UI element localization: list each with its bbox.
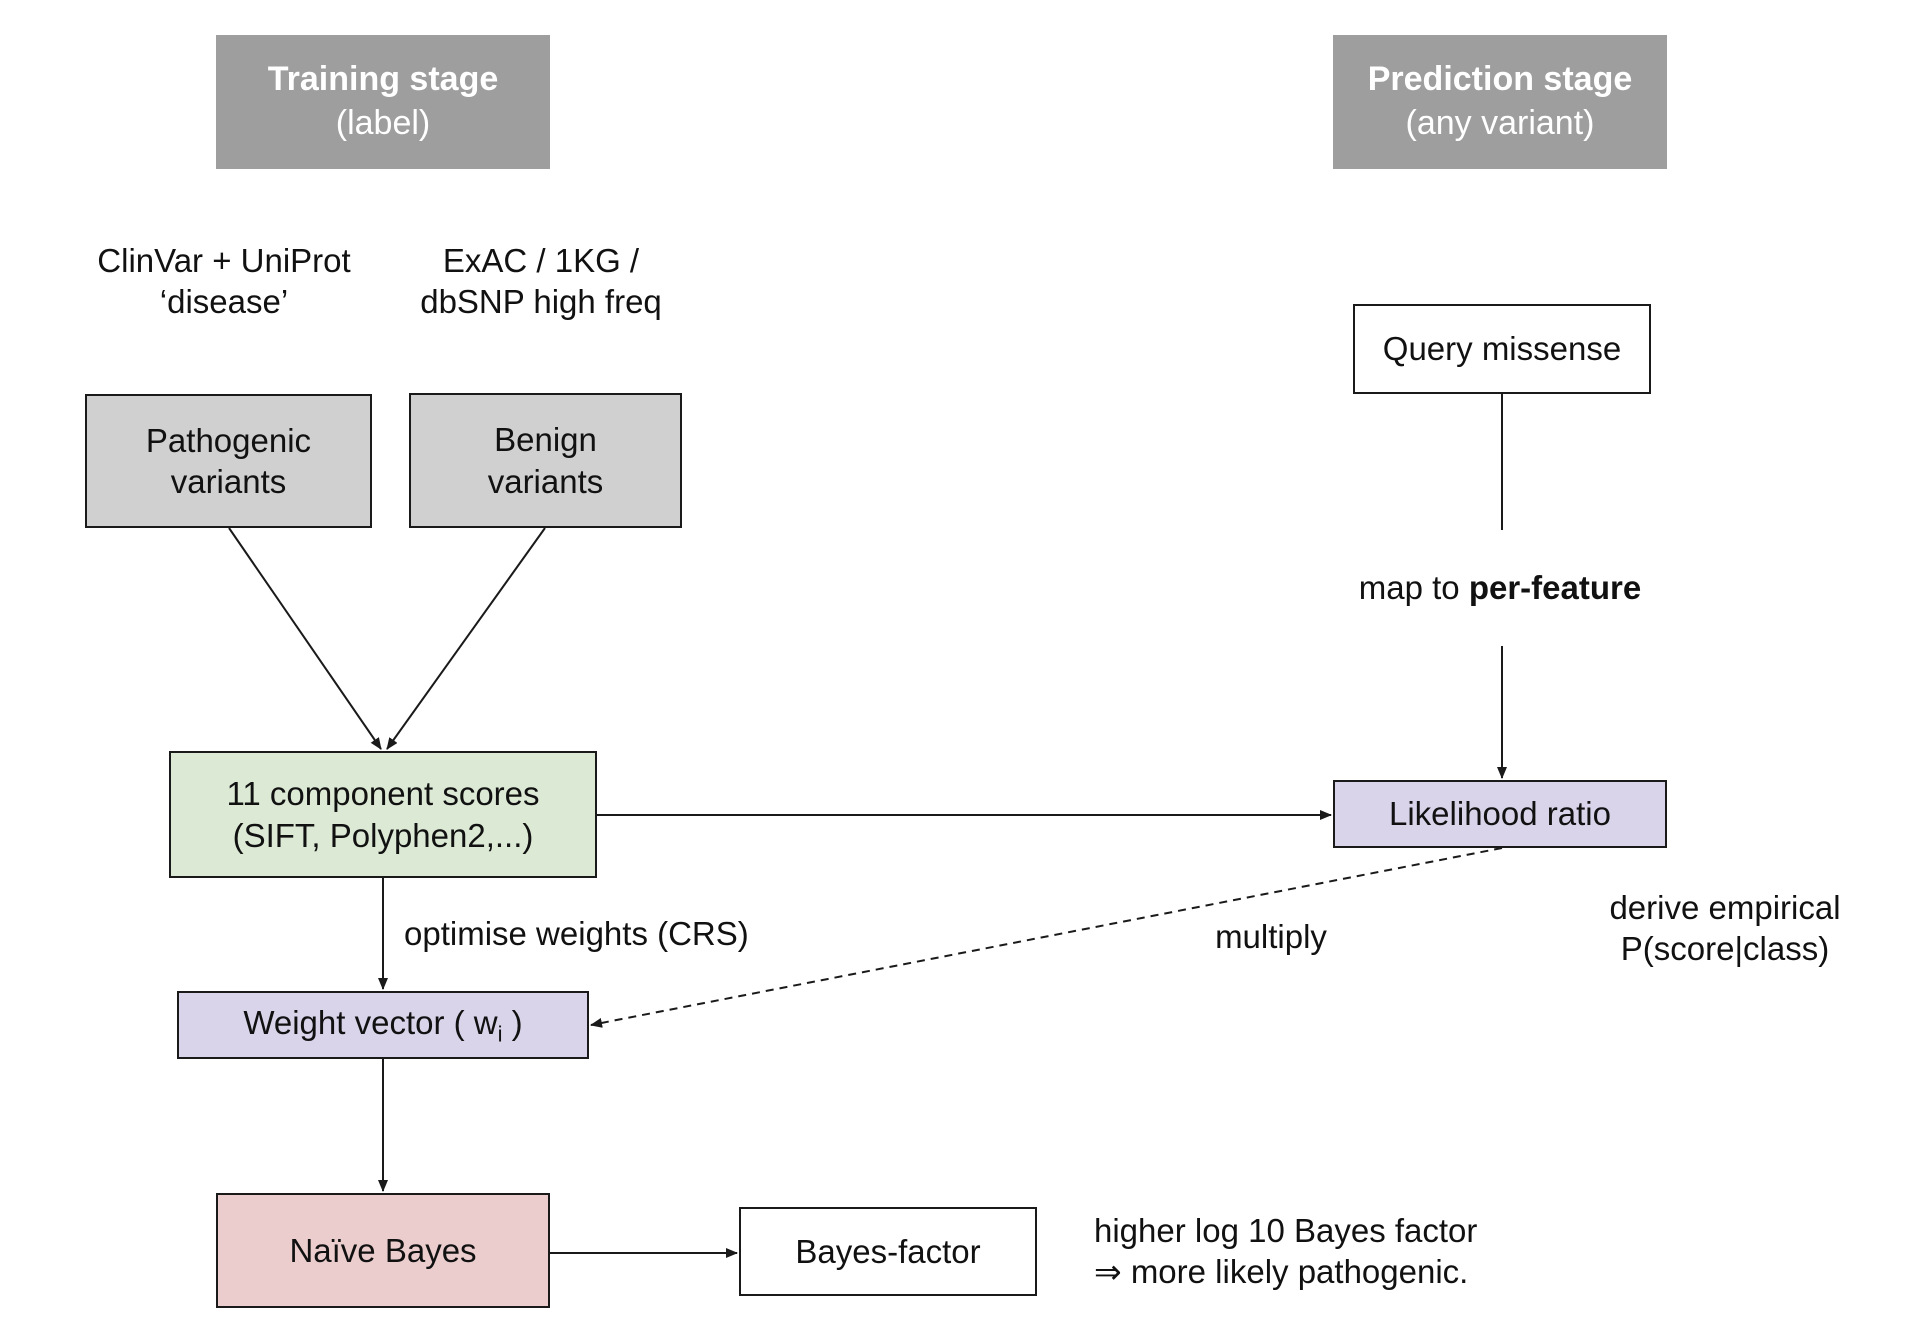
benign-variants-line-2: variants <box>487 462 604 500</box>
pathogenic-variants-line-1: Pathogenic <box>145 421 312 459</box>
benign-source-line-2: dbSNP high freq <box>420 283 662 321</box>
prediction-stage-subtitle: (any variant) <box>1405 104 1595 142</box>
derive-line-1: derive empirical <box>1609 889 1841 926</box>
training-stage-subtitle: (label) <box>335 104 431 142</box>
component-scores-line-1: 11 component scores <box>226 775 540 813</box>
bayes-factor-node: Bayes-factor <box>739 1207 1037 1296</box>
map-per-feature-label: map to per-feature <box>1300 567 1700 608</box>
query-missense-label: Query missense <box>1382 330 1622 368</box>
optimise-weights-label: optimise weights (CRS) <box>404 915 749 952</box>
bayes-factor-label: Bayes-factor <box>795 1232 981 1270</box>
prediction-stage-title: Prediction stage <box>1367 60 1633 99</box>
edge-likelihood-to-weights <box>590 847 1503 1028</box>
derive-line-2: P(score|class) <box>1620 930 1830 968</box>
multiply-label: multiply <box>1215 918 1327 955</box>
component-scores-line-2: (SIFT, Polyphen2,...) <box>232 816 534 854</box>
map-prefix: map to <box>1358 569 1469 606</box>
edge-benign-to-scores <box>386 527 546 750</box>
pathogenic-variants-node: Pathogenic variants <box>85 394 372 528</box>
weight-vector-suffix: ) <box>502 1003 523 1041</box>
map-bold: per-feature <box>1468 569 1642 606</box>
benign-variants-node: Benign variants <box>409 393 682 528</box>
pathogenic-variants-line-2: variants <box>170 463 287 500</box>
derive-empirical-label: derive empirical P(score|class) <box>1575 887 1875 970</box>
bayes-factor-note: higher log 10 Bayes factor ⇒ more likely… <box>1094 1210 1477 1293</box>
naive-bayes-node: Naïve Bayes <box>216 1193 550 1308</box>
note-line-2: ⇒ more likely pathogenic. <box>1094 1253 1469 1291</box>
pathogenic-source-label: ClinVar + UniProt ‘disease’ <box>74 240 374 323</box>
weight-vector-node: Weight vector ( wi ) <box>177 991 589 1059</box>
training-stage-header: Training stage (label) <box>216 35 550 169</box>
benign-source-label: ExAC / 1KG / dbSNP high freq <box>391 240 691 323</box>
training-stage-title: Training stage <box>267 60 499 99</box>
query-missense-node: Query missense <box>1353 304 1651 394</box>
benign-variants-line-1: Benign <box>494 421 597 459</box>
note-line-1: higher log 10 Bayes factor <box>1094 1212 1478 1249</box>
pathogenic-source-line-1: ClinVar + UniProt <box>97 242 351 279</box>
weight-vector-prefix: Weight vector ( w <box>243 1003 498 1041</box>
likelihood-ratio-node: Likelihood ratio <box>1333 780 1667 848</box>
weight-vector-label: Weight vector ( wi ) <box>243 1002 522 1048</box>
component-scores-node: 11 component scores (SIFT, Polyphen2,...… <box>169 751 597 878</box>
edge-pathogenic-to-scores <box>228 527 382 750</box>
prediction-stage-header: Prediction stage (any variant) <box>1333 35 1667 169</box>
benign-source-line-1: ExAC / 1KG / <box>442 242 640 279</box>
pathogenic-source-line-2: ‘disease’ <box>159 283 289 321</box>
weight-vector-subscript: i <box>497 1021 503 1047</box>
likelihood-ratio-label: Likelihood ratio <box>1389 795 1611 833</box>
naive-bayes-label: Naïve Bayes <box>289 1231 477 1269</box>
